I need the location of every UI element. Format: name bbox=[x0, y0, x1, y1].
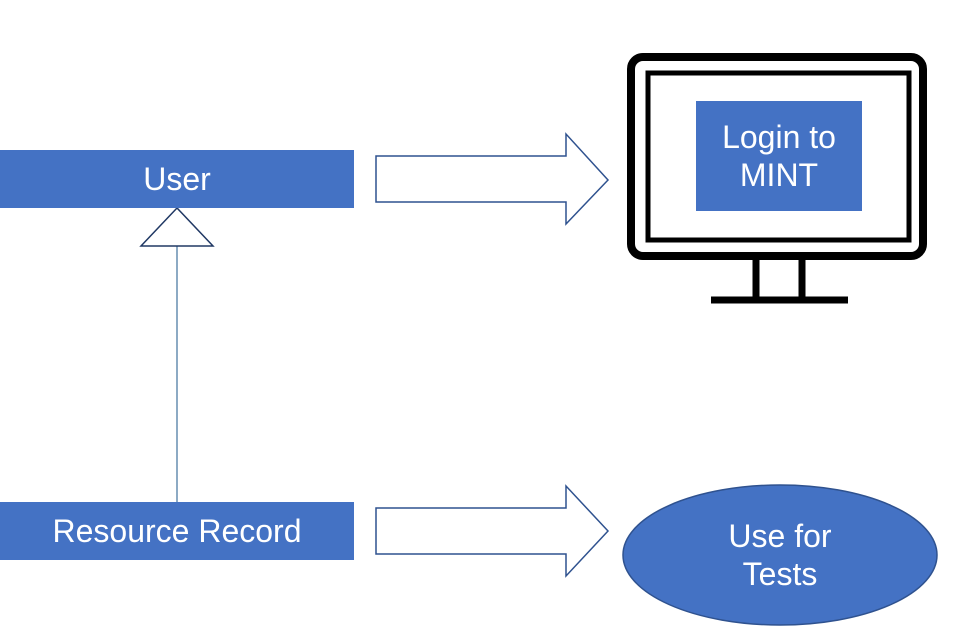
tests-label: Use for Tests bbox=[728, 518, 832, 592]
resource-record-class-box: Resource Record bbox=[0, 502, 354, 560]
inheritance-triangle bbox=[139, 206, 215, 247]
monitor-icon bbox=[627, 53, 927, 304]
tests-ellipse bbox=[622, 484, 938, 626]
block-arrow-resource-to-tests bbox=[375, 484, 610, 578]
block-arrow-user-to-login bbox=[375, 132, 610, 226]
user-class-box: User bbox=[0, 150, 354, 208]
tests-ellipse-label-container: Use for Tests bbox=[622, 484, 938, 626]
login-screen-box: Login to MINT bbox=[696, 101, 862, 211]
user-label: User bbox=[143, 161, 211, 197]
login-label: Login to MINT bbox=[722, 119, 836, 193]
resource-record-label: Resource Record bbox=[52, 513, 302, 549]
